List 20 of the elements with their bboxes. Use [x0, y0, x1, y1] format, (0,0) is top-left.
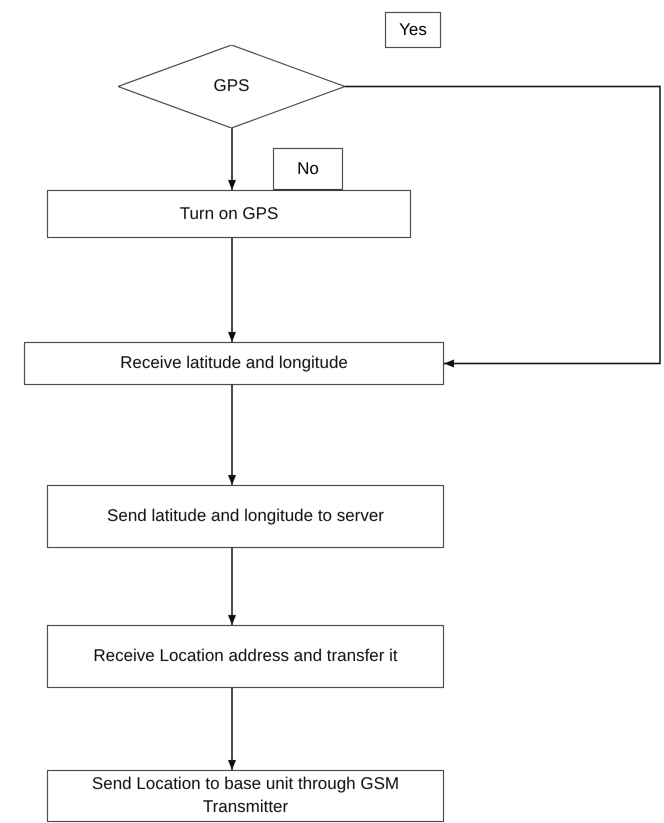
arrow — [228, 688, 236, 770]
arrow — [228, 385, 236, 485]
arrow — [228, 238, 236, 342]
process-box — [24, 342, 444, 385]
edge-label: Yes — [385, 12, 441, 48]
arrow — [228, 548, 236, 625]
node-text: Receive latitude and longitude — [120, 352, 348, 374]
edge-label: No — [273, 148, 343, 190]
arrow — [228, 128, 236, 190]
node-text: Send latitude and longitude to server — [107, 505, 384, 528]
process-box — [47, 190, 411, 238]
decision-diamond — [118, 45, 345, 128]
process-box — [47, 770, 444, 822]
node-text: Receive Location address and transfer it — [93, 645, 398, 668]
node-text: Send Location to base unit through GSM Transmitter — [90, 773, 400, 818]
process-box — [47, 485, 444, 548]
process-box — [47, 625, 444, 688]
node-text: GPS — [214, 75, 250, 98]
node-text: Turn on GPS — [180, 202, 278, 225]
arrow — [345, 86, 661, 368]
